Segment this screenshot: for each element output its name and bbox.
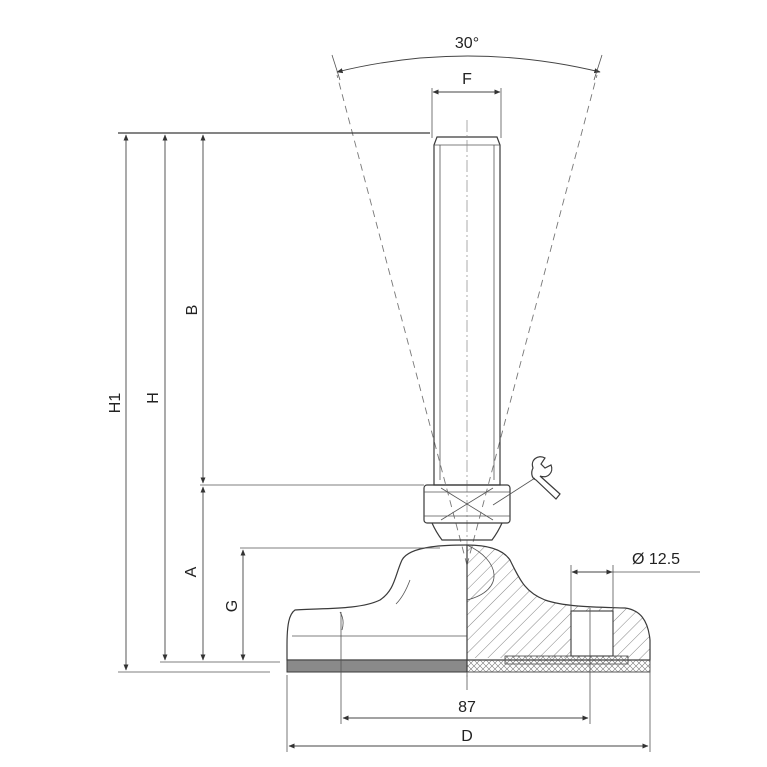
d-label: D <box>461 728 473 745</box>
base-right-section <box>466 544 651 673</box>
b-label: B <box>184 305 201 316</box>
angle-label: 30° <box>455 35 479 52</box>
dimension-87 <box>340 608 591 724</box>
width-87-label: 87 <box>458 699 476 716</box>
dimension-diameter <box>570 565 700 611</box>
base-left-elevation <box>286 544 468 673</box>
diameter-label: Ø 12.5 <box>632 551 680 568</box>
h1-label: H1 <box>107 393 124 414</box>
a-label: A <box>183 566 200 577</box>
hex-nut <box>423 484 511 541</box>
dimension-d <box>286 665 651 752</box>
f-label: F <box>462 71 472 88</box>
dimension-f <box>431 88 502 138</box>
wrench-icon <box>492 456 561 506</box>
swivel-angle-lines <box>331 54 603 566</box>
g-label: G <box>224 600 241 612</box>
h-label: H <box>145 392 162 404</box>
extension-lines <box>118 132 440 673</box>
